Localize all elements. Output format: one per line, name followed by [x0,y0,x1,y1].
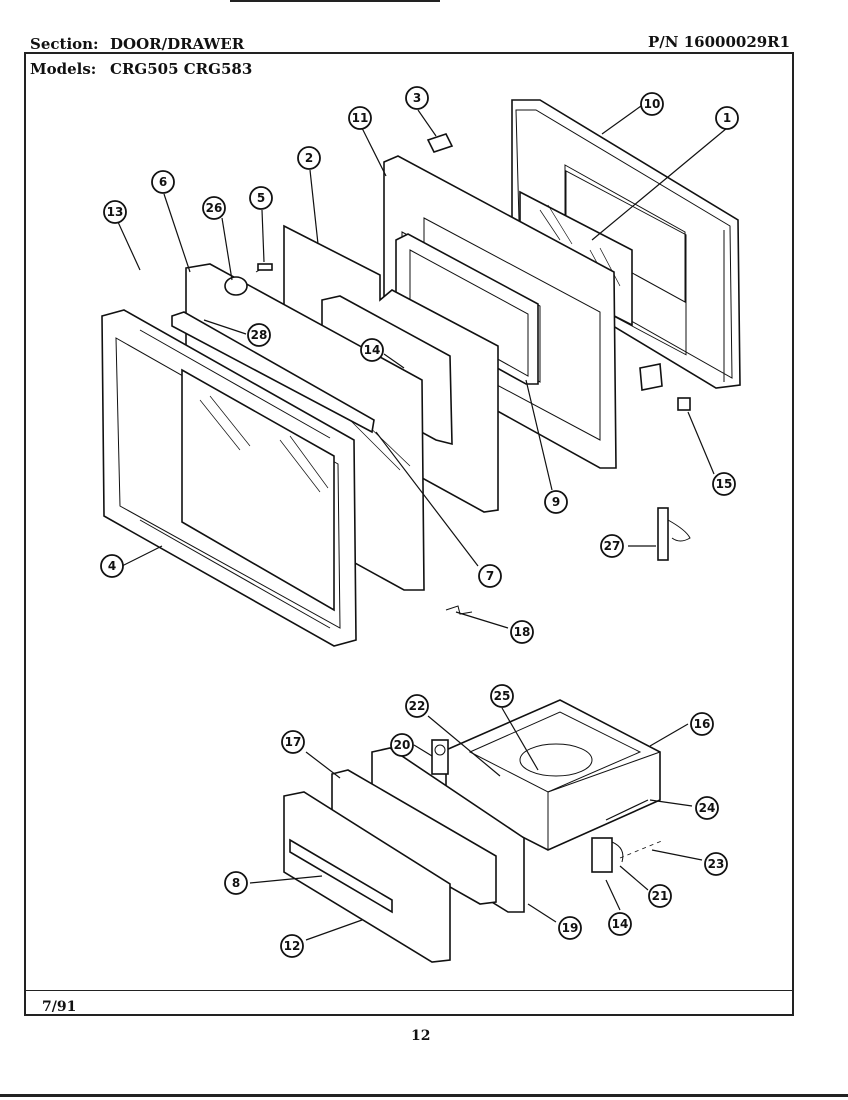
part-door-frame [101,309,357,647]
leader-lines [117,105,728,941]
svg-text:11: 11 [352,111,369,125]
callout-1: 1 [715,106,739,130]
svg-text:26: 26 [206,201,223,215]
svg-text:9: 9 [552,495,560,509]
part-door-latch [657,507,691,561]
part-drawer-roller-bracket [431,739,449,775]
callout-20: 20 [390,733,414,757]
svg-text:22: 22 [409,699,426,713]
part-drawer-front-panel [283,791,451,963]
section-label: Section: [30,35,99,53]
models-row: Models: CRG505 CRG583 [30,60,252,78]
models-label: Models: [30,60,97,78]
callout-4: 4 [100,554,124,578]
part-number: P/N 16000029R1 [648,33,791,51]
callout-11: 11 [348,106,372,130]
section-value: DOOR/DRAWER [110,35,245,53]
callout-10: 10 [640,92,664,116]
callout-19: 19 [558,916,582,940]
callout-6: 6 [151,170,175,194]
svg-text:19: 19 [562,921,579,935]
svg-text:14: 14 [612,917,629,931]
part-door-stop [445,605,473,615]
callout-5: 5 [249,186,273,210]
svg-text:28: 28 [251,328,268,342]
revision-date: 7/91 [42,999,77,1015]
models-value: CRG505 CRG583 [110,60,253,78]
svg-text:15: 15 [716,477,733,491]
callout-9: 9 [544,490,568,514]
bottom-rule [0,1094,848,1097]
diagram-frame [24,52,794,1016]
callout-18: 18 [510,620,534,644]
callout-8: 8 [224,871,248,895]
section-row: Section: DOOR/DRAWER [30,35,244,53]
part-outer-door-panel [511,99,741,389]
callout-26: 26 [202,196,226,220]
callout-15: 15 [712,472,736,496]
svg-text:1: 1 [723,111,731,125]
svg-text:18: 18 [514,625,531,639]
top-rule [230,0,440,2]
callout-12: 12 [280,934,304,958]
svg-text:7: 7 [486,569,494,583]
svg-text:20: 20 [394,738,411,752]
svg-text:27: 27 [604,539,621,553]
part-door-handle [171,311,375,434]
callout-14-drawer: 14 [608,912,632,936]
callout-22: 22 [405,694,429,718]
svg-text:21: 21 [652,889,669,903]
callout-28: 28 [247,323,271,347]
svg-text:13: 13 [107,205,124,219]
svg-text:4: 4 [108,559,116,573]
callout-21: 21 [648,884,672,908]
part-hinge-receiver [639,363,691,411]
callout-23: 23 [704,852,728,876]
svg-text:17: 17 [285,735,302,749]
page-number: 12 [411,1028,431,1044]
callout-13: 13 [103,200,127,224]
svg-text:8: 8 [232,876,240,890]
part-drawer-rail [605,799,649,821]
svg-text:16: 16 [694,717,711,731]
callout-27: 27 [600,534,624,558]
part-drawer-glide-bracket [591,837,665,873]
svg-text:5: 5 [257,191,265,205]
svg-text:24: 24 [699,801,716,815]
callout-24: 24 [695,796,719,820]
callout-25: 25 [490,684,514,708]
part-hinge-clip [426,133,454,153]
callout-14-door: 14 [360,338,384,362]
svg-text:6: 6 [159,175,167,189]
callout-16: 16 [690,712,714,736]
callout-7: 7 [478,564,502,588]
svg-text:12: 12 [284,939,301,953]
footer-divider [24,990,794,991]
svg-text:3: 3 [413,91,421,105]
callout-2: 2 [297,146,321,170]
svg-text:2: 2 [305,151,313,165]
part-handle-bracket [224,263,273,296]
svg-text:23: 23 [708,857,725,871]
svg-text:14: 14 [364,343,381,357]
svg-text:10: 10 [644,97,661,111]
svg-text:25: 25 [494,689,511,703]
callout-3: 3 [405,86,429,110]
callout-17: 17 [281,730,305,754]
